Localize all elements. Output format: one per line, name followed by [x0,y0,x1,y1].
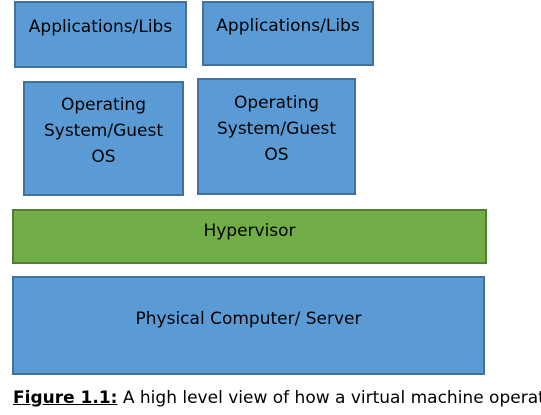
guest-os-box-right: Operating System/Guest OS [197,78,356,195]
guest-os-label-left-line1: Operating [61,95,146,115]
guest-os-label-left-line3: OS [91,147,116,167]
app-libs-label-right: Applications/Libs [216,16,360,36]
hypervisor-label: Hypervisor [203,221,296,241]
app-libs-box-left: Applications/Libs [14,1,187,68]
physical-server-label: Physical Computer/ Server [135,309,362,329]
guest-os-label-right-line2: System/Guest [216,119,337,139]
figure-caption: Figure 1.1: A high level view of how a v… [13,387,541,409]
physical-server-layer: Physical Computer/ Server [12,276,485,375]
guest-os-label-right-line1: Operating [234,93,319,113]
hypervisor-layer: Hypervisor [12,209,487,264]
figure-caption-text: A high level view of how a virtual machi… [117,388,541,408]
guest-os-label-right-line3: OS [264,145,289,165]
figure-caption-label: Figure 1.1: [13,388,118,408]
guest-os-label-left-line2: System/Guest [43,121,164,141]
guest-os-box-left: Operating System/Guest OS [23,81,184,196]
app-libs-box-right: Applications/Libs [202,1,374,66]
app-libs-label-left: Applications/Libs [28,17,173,37]
